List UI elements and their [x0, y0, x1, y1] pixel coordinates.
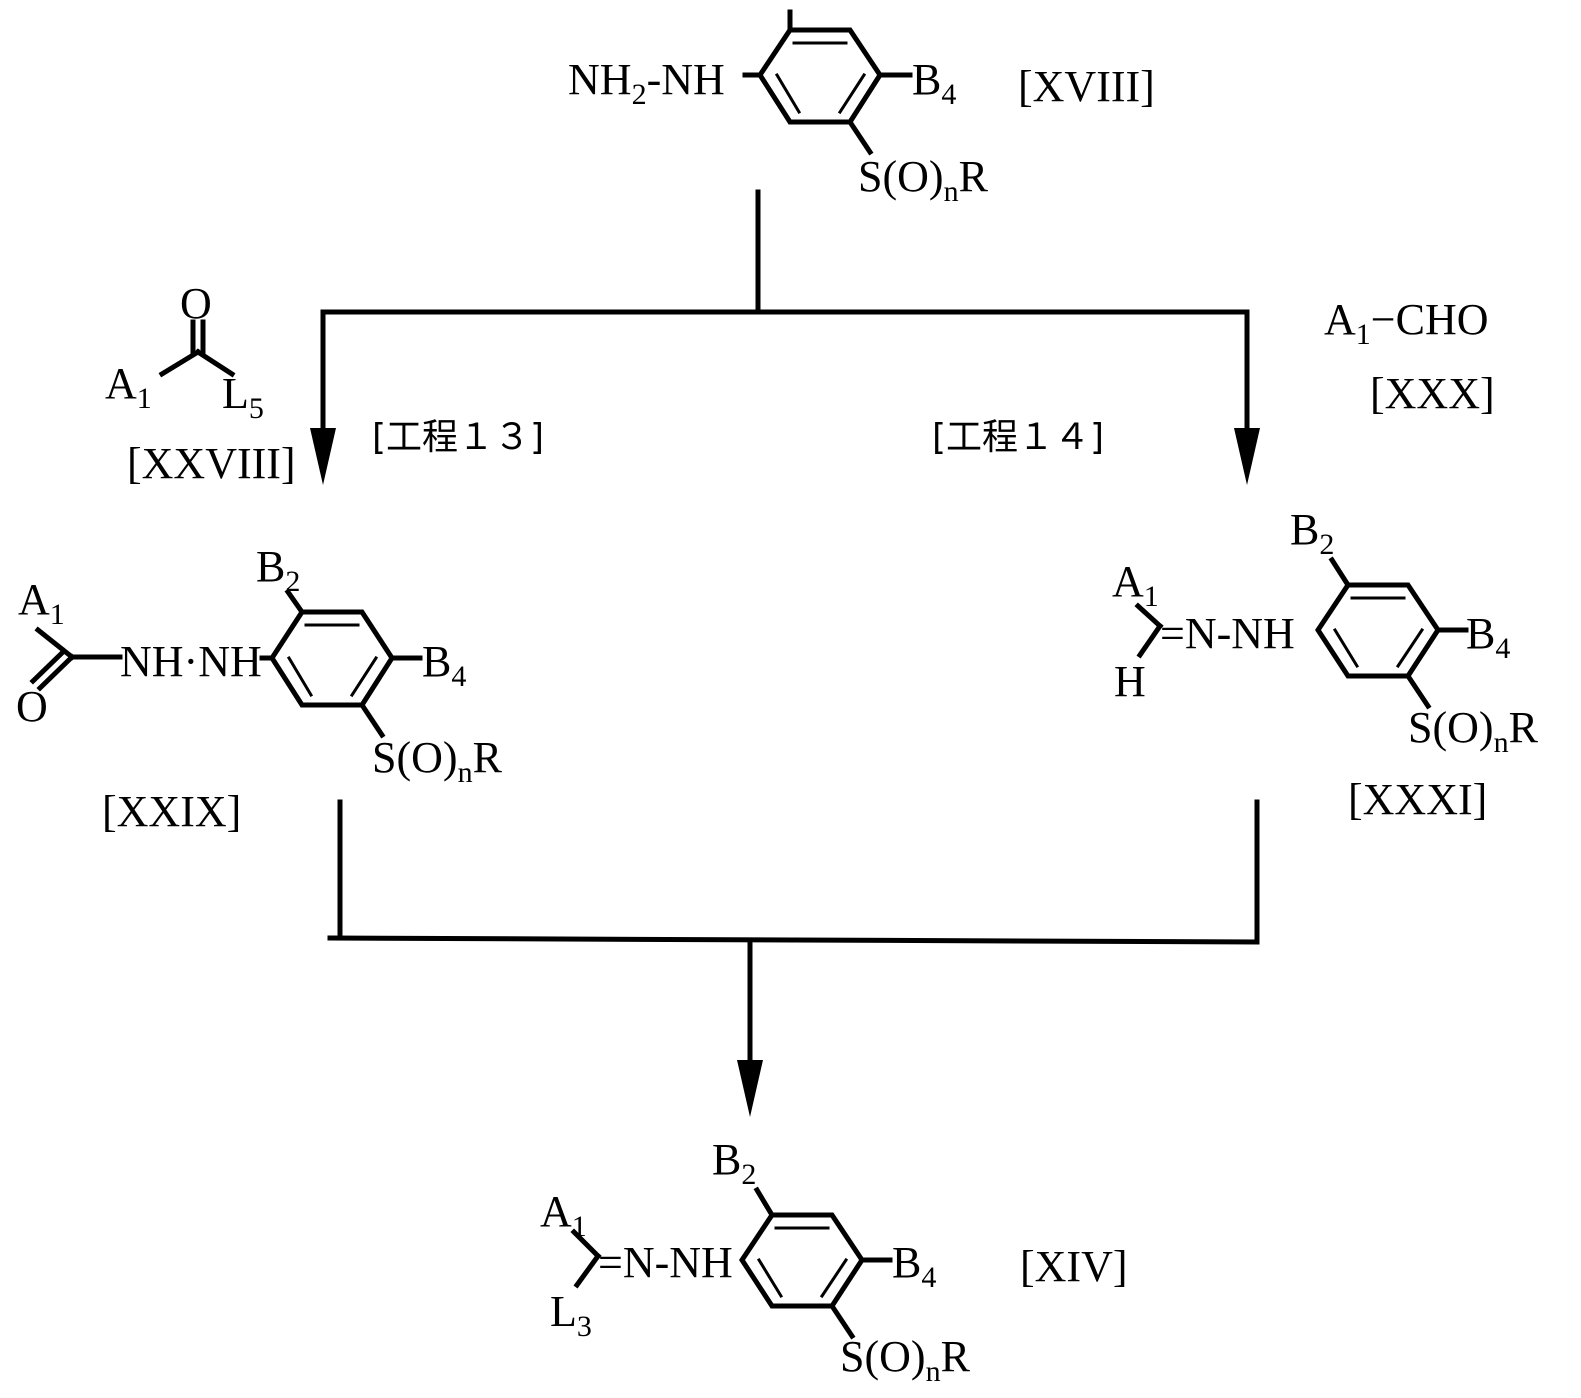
xiv-b4-sub: 4 — [921, 1261, 936, 1294]
xxix-o: O — [16, 685, 48, 729]
xxix-benzene-ring — [262, 592, 420, 735]
step13-label: [工程１３] — [372, 420, 544, 456]
split-connector — [323, 192, 1247, 430]
arrowhead-step14 — [1234, 428, 1260, 485]
xviii-nh2-sub: 2 — [632, 78, 647, 111]
xiv-hydrazone: =N-NH — [598, 1241, 733, 1285]
xxxi-b4-sub: 4 — [1495, 632, 1510, 665]
xxviii-structure-bonds — [162, 322, 232, 374]
xxix-b4-sub: 4 — [451, 660, 466, 693]
xviii-benzene-ring — [745, 12, 910, 152]
xxxi-benzene-ring — [1318, 560, 1466, 706]
xxxi-a1-sub: 1 — [1144, 580, 1159, 613]
xxix-s-sub: n — [458, 756, 473, 789]
xxix-b2-text: B — [256, 542, 285, 591]
xviii-b4: B4 — [912, 58, 956, 110]
xiv-s-sub: n — [926, 1355, 941, 1388]
xxxi-s-sub: n — [1494, 726, 1509, 759]
xxxi-hydrazone: =N-NH — [1160, 612, 1295, 656]
xiv-b2: B2 — [712, 1138, 756, 1190]
xxviii-a1: A1 — [105, 362, 152, 414]
xiv-compound-label: [XIV] — [1020, 1245, 1128, 1289]
xxxi-b4: B4 — [1466, 612, 1510, 664]
step14-label: [工程１４] — [932, 420, 1104, 456]
xiv-sulfonyl: S(O)nR — [840, 1335, 970, 1387]
xxxi-imine-bonds — [1138, 606, 1160, 655]
xxix-amide-bonds — [33, 630, 120, 688]
xxx-a1-text: A — [1324, 295, 1356, 344]
xxxi-sulfonyl: S(O)nR — [1408, 706, 1538, 758]
xxviii-a1-text: A — [105, 359, 137, 408]
xviii-sulfonyl: S(O)nR — [858, 155, 988, 207]
xxix-sulfonyl: S(O)nR — [372, 736, 502, 788]
xxix-compound-label: [XXIX] — [102, 790, 241, 834]
merge-connector — [330, 802, 1257, 1090]
xviii-compound-label: [XVIII] — [1018, 65, 1155, 109]
xiv-l3: L3 — [550, 1290, 592, 1342]
arrowhead-final — [737, 1060, 763, 1117]
xxx-a1-sub: 1 — [1356, 318, 1371, 351]
xviii-nh: -NH — [647, 55, 725, 104]
xxx-aldehyde: A1−CHO — [1324, 298, 1489, 350]
xxix-b4: B4 — [422, 640, 466, 692]
xxix-b2-sub: 2 — [285, 565, 300, 598]
xiv-b4: B4 — [892, 1241, 936, 1293]
xxxi-r-text: R — [1509, 703, 1538, 752]
xviii-b4-sub: 4 — [941, 78, 956, 111]
xxix-hydrazide: NH·NH — [120, 640, 262, 684]
xxxi-b4-text: B — [1466, 609, 1495, 658]
xxviii-compound-label: [XXVIII] — [127, 442, 296, 486]
xiv-l3-sub: 3 — [577, 1310, 592, 1343]
xxxi-b2: B2 — [1290, 508, 1334, 560]
xviii-s-sub: n — [944, 175, 959, 208]
xxxi-h: H — [1114, 660, 1146, 704]
xiv-a1-sub: 1 — [572, 1210, 587, 1243]
xxxi-compound-label: [XXXI] — [1348, 778, 1487, 822]
xxviii-a1-sub: 1 — [137, 382, 152, 415]
xviii-r-text: R — [959, 152, 988, 201]
xiv-b2-sub: 2 — [741, 1158, 756, 1191]
xxxi-b2-text: B — [1290, 505, 1319, 554]
xxix-s-text: S(O) — [372, 733, 458, 782]
xxviii-l5: L5 — [222, 372, 264, 424]
xxix-a1: A1 — [18, 578, 65, 630]
xxix-a1-text: A — [18, 575, 50, 624]
xxviii-o: O — [180, 282, 212, 326]
xiv-l3-text: L — [550, 1287, 577, 1336]
xxviii-l5-sub: 5 — [249, 392, 264, 425]
xxix-b2: B2 — [256, 545, 300, 597]
xiv-b2-text: B — [712, 1135, 741, 1184]
xviii-nh2: NH — [568, 55, 632, 104]
xxix-b4-text: B — [422, 637, 451, 686]
xxxi-a1-text: A — [1112, 557, 1144, 606]
xxxi-b2-sub: 2 — [1319, 528, 1334, 561]
xiv-benzene-ring — [742, 1190, 890, 1336]
xviii-s-text: S(O) — [858, 152, 944, 201]
xxx-cho-text: −CHO — [1371, 295, 1489, 344]
xxxi-s-text: S(O) — [1408, 703, 1494, 752]
xxix-r-text: R — [473, 733, 502, 782]
xviii-b4-text: B — [912, 55, 941, 104]
xiv-a1: A1 — [540, 1190, 587, 1242]
xxviii-l5-text: L — [222, 369, 249, 418]
xxx-compound-label: [XXX] — [1370, 372, 1495, 416]
xiv-b4-text: B — [892, 1238, 921, 1287]
arrowhead-step13 — [310, 428, 336, 485]
xxxi-a1: A1 — [1112, 560, 1159, 612]
xviii-hydrazine-label: NH2-NH — [568, 58, 725, 110]
xiv-s-text: S(O) — [840, 1332, 926, 1381]
xiv-a1-text: A — [540, 1187, 572, 1236]
xxix-a1-sub: 1 — [50, 598, 65, 631]
xiv-r-text: R — [941, 1332, 970, 1381]
